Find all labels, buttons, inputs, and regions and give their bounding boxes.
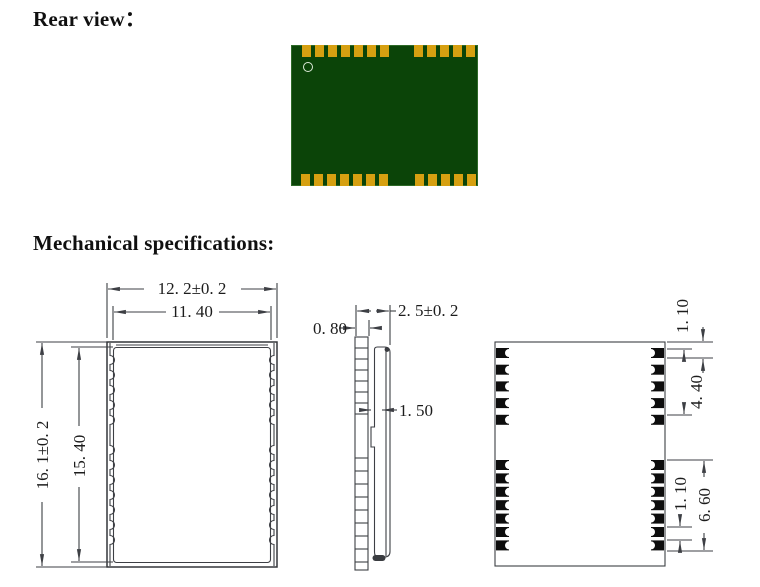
dim-pcb-thickness: 0. 80 <box>313 319 347 338</box>
plan-view-drawing: 12. 2±0. 2 11. 40 16. 1±0. 2 15. 40 <box>33 279 278 568</box>
pad-row-bottom-right <box>415 174 476 186</box>
fiducial-circle-icon <box>303 62 313 72</box>
dim-top-group-span: 4. 40 <box>687 375 706 409</box>
dim-pad-pitch: 1. 10 <box>671 477 690 511</box>
dim-bottom-group-span: 6. 60 <box>695 488 714 522</box>
pad-row-top-right <box>414 45 475 57</box>
dim-height-inner: 15. 40 <box>70 435 89 478</box>
pad-row-bottom-left <box>301 174 388 186</box>
dim-width-inner: 11. 40 <box>171 302 213 321</box>
dim-total-thickness: 2. 5±0. 2 <box>398 301 458 320</box>
pad-layout-drawing: 1. 10 4. 40 6. 60 1. 10 <box>494 299 714 567</box>
dim-width-outer: 12. 2±0. 2 <box>158 279 227 298</box>
dim-shield-thickness: 1. 50 <box>399 401 433 420</box>
rear-view-heading: Rear view： <box>33 7 146 31</box>
side-view-drawing: 2. 5±0. 2 0. 80 1. 50 <box>313 301 458 571</box>
dim-height-outer: 16. 1±0. 2 <box>33 421 52 490</box>
pad-row-top-left <box>302 45 389 57</box>
pcb-module-photo <box>291 45 478 186</box>
dim-top-offset: 1. 10 <box>673 299 692 333</box>
mechanical-specifications-heading: Mechanical specifications: <box>33 231 275 255</box>
